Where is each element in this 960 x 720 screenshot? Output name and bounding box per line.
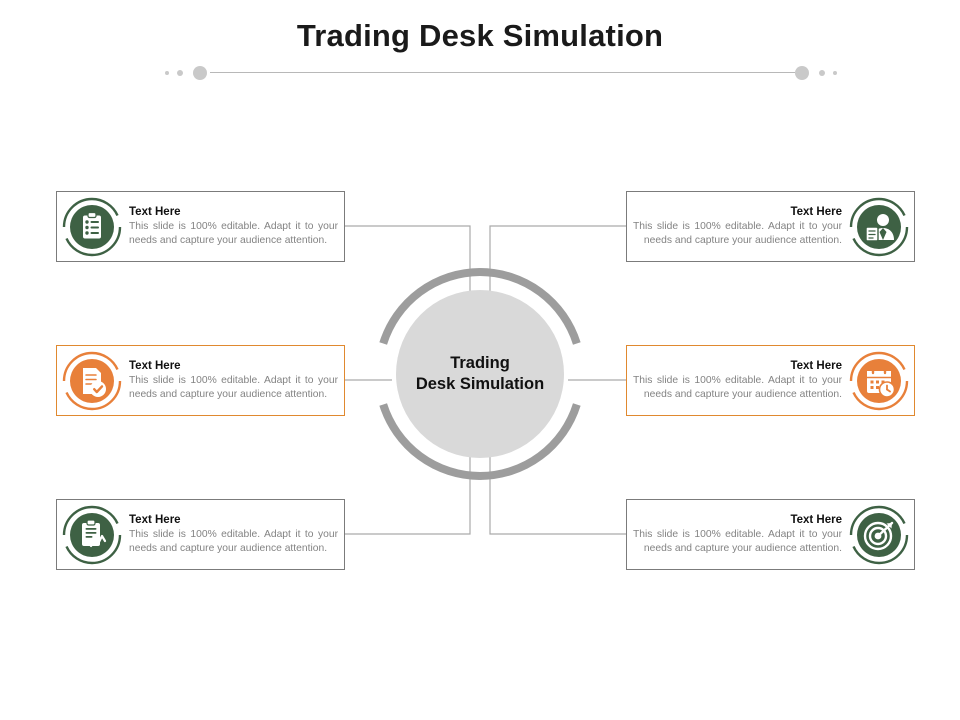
- document-approved-icon: [57, 346, 127, 416]
- card-text: Text Here This slide is 100% editable. A…: [627, 514, 844, 555]
- hub-label: Trading Desk Simulation: [396, 290, 564, 458]
- divider-dot-left-outer: [165, 71, 169, 75]
- card-title: Text Here: [129, 360, 181, 373]
- card-text: Text Here This slide is 100% editable. A…: [127, 206, 344, 247]
- card-title: Text Here: [129, 514, 181, 527]
- divider-dot-right-outer: [833, 71, 837, 75]
- card-title: Text Here: [790, 206, 842, 219]
- divider-dot-right-inner: [795, 66, 809, 80]
- divider-dot-left-mid: [177, 70, 183, 76]
- card-title: Text Here: [129, 206, 181, 219]
- clipboard-chart-icon: [57, 500, 127, 570]
- divider-dot-left-inner: [193, 66, 207, 80]
- card-body: This slide is 100% editable. Adapt it to…: [129, 529, 338, 554]
- decorative-divider: [165, 64, 837, 82]
- card-title: Text Here: [790, 360, 842, 373]
- card-body: This slide is 100% editable. Adapt it to…: [633, 375, 842, 400]
- divider-line: [210, 72, 795, 73]
- card-body: This slide is 100% editable. Adapt it to…: [633, 221, 842, 246]
- hub-label-line2: Desk Simulation: [415, 375, 545, 393]
- calendar-clock-icon: [844, 346, 914, 416]
- card-text: Text Here This slide is 100% editable. A…: [627, 206, 844, 247]
- card-body: This slide is 100% editable. Adapt it to…: [633, 529, 842, 554]
- card-body: This slide is 100% editable. Adapt it to…: [129, 375, 338, 400]
- card-text: Text Here This slide is 100% editable. A…: [127, 514, 344, 555]
- card-text: Text Here This slide is 100% editable. A…: [127, 360, 344, 401]
- card-title: Text Here: [790, 514, 842, 527]
- card-top-right[interactable]: Text Here This slide is 100% editable. A…: [626, 191, 915, 262]
- target-dartboard-icon: [844, 500, 914, 570]
- center-hub: Trading Desk Simulation: [371, 265, 589, 483]
- card-body: This slide is 100% editable. Adapt it to…: [129, 221, 338, 246]
- card-top-left[interactable]: Text Here This slide is 100% editable. A…: [56, 191, 345, 262]
- businessman-document-icon: [844, 192, 914, 262]
- page-title: Trading Desk Simulation: [296, 18, 664, 53]
- card-middle-left[interactable]: Text Here This slide is 100% editable. A…: [56, 345, 345, 416]
- card-middle-right[interactable]: Text Here This slide is 100% editable. A…: [626, 345, 915, 416]
- hub-disc: [396, 290, 564, 458]
- card-text: Text Here This slide is 100% editable. A…: [627, 360, 844, 401]
- hub-label-line1: Trading: [450, 354, 510, 373]
- card-bottom-left[interactable]: Text Here This slide is 100% editable. A…: [56, 499, 345, 570]
- divider-dot-right-mid: [819, 70, 825, 76]
- card-bottom-right[interactable]: Text Here This slide is 100% editable. A…: [626, 499, 915, 570]
- hub-ring-icon: [379, 268, 581, 480]
- clipboard-checklist-icon: [57, 192, 127, 262]
